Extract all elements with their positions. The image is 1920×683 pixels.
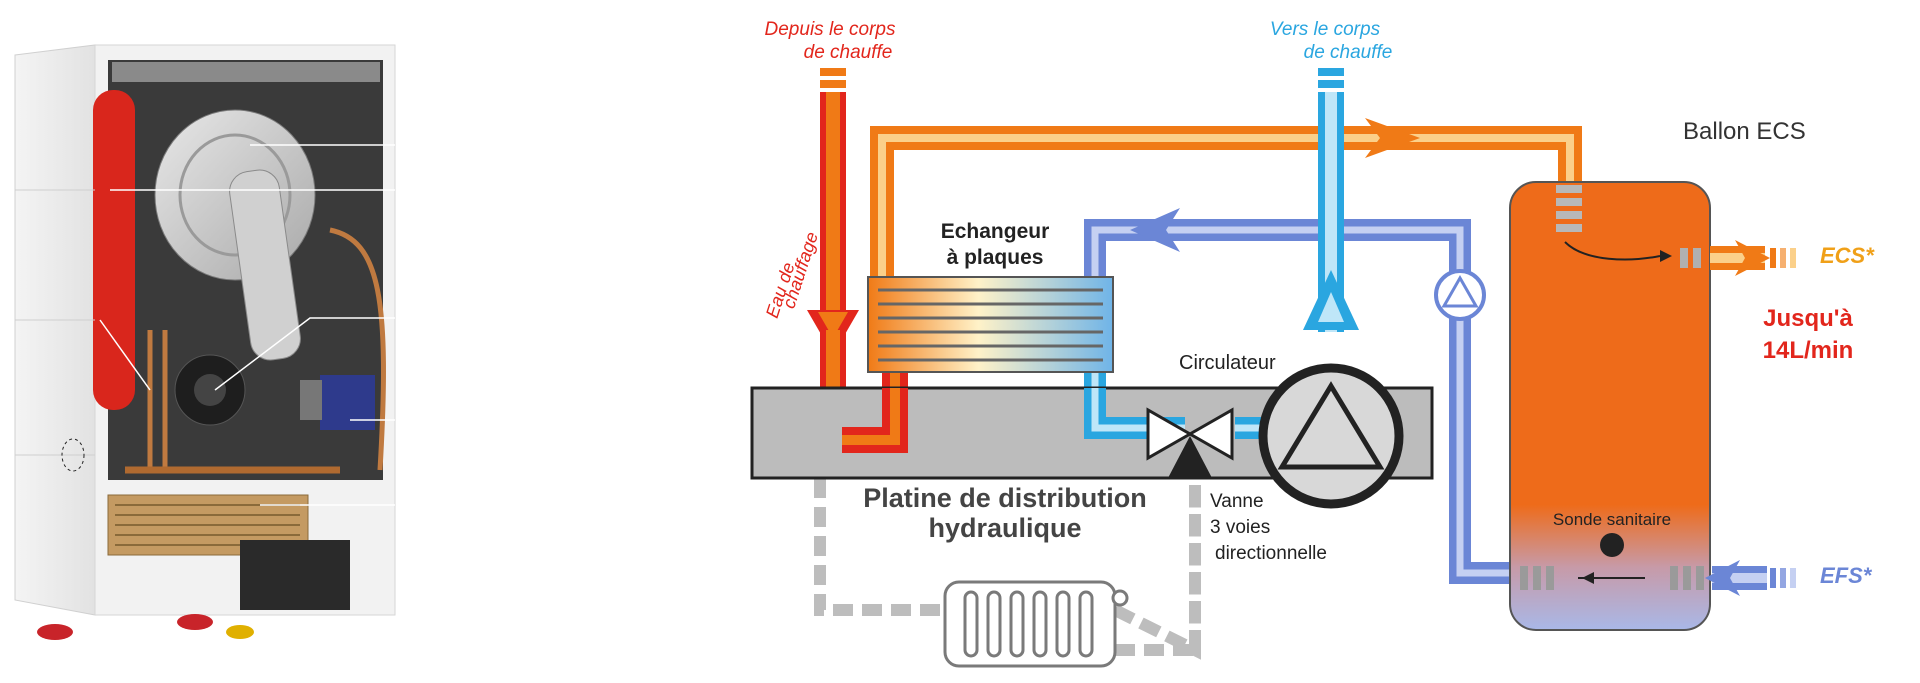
label-vanne-1: Vanne <box>1210 491 1264 512</box>
primary-loop-pipe <box>870 118 1582 282</box>
label-ballon: Ballon ECS <box>1683 118 1806 145</box>
label-platine-1: Platine de distribution <box>863 483 1147 513</box>
label-echangeur-2: à plaques <box>947 246 1044 269</box>
sensor-dot-icon <box>1600 533 1624 557</box>
label-circulateur: Circulateur <box>1179 352 1276 374</box>
return-loop-pipe <box>1084 208 1510 584</box>
label-platine-2: hydraulique <box>928 513 1081 543</box>
label-vanne-2: 3 voies <box>1210 517 1270 538</box>
red-tap-icon <box>37 614 254 640</box>
label-jusqua-2: 14L/min <box>1763 337 1854 364</box>
label-vers-1: Vers le corps <box>1270 19 1381 40</box>
secondary-pump-icon <box>1434 269 1486 321</box>
label-vers-2: de chauffe <box>1304 42 1393 63</box>
radiator-icon <box>943 580 1129 668</box>
label-sonde: Sonde sanitaire <box>1553 510 1671 529</box>
boiler-photo <box>14 44 396 640</box>
efs-inlet-pipe <box>1705 560 1796 596</box>
dhw-tank <box>1509 181 1711 631</box>
ecs-outlet-pipe <box>1680 240 1796 276</box>
expansion-vessel <box>93 90 135 410</box>
label-echangeur-1: Echangeur <box>941 220 1050 243</box>
hidden-part-marker <box>61 438 85 472</box>
label-vanne-3: directionnelle <box>1215 543 1327 564</box>
label-ecs: ECS* <box>1820 243 1875 268</box>
label-efs: EFS* <box>1820 563 1873 588</box>
three-way-valve-icon <box>1146 407 1234 478</box>
label-depuis-2: de chauffe <box>804 42 893 63</box>
label-jusqua-1: Jusqu'à <box>1763 305 1853 332</box>
plate-exchanger-icon <box>867 276 1114 373</box>
label-depuis-1: Depuis le corps <box>765 19 896 40</box>
circulator-pump-icon <box>1258 363 1404 509</box>
